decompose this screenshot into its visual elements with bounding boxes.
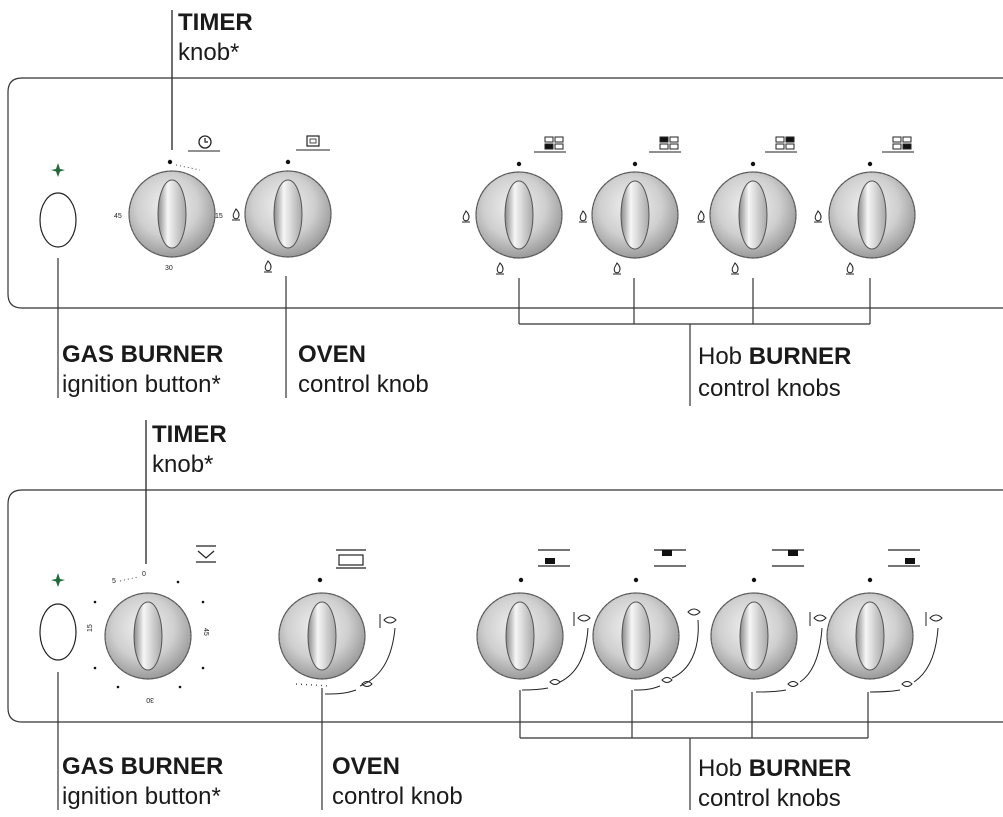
timer-title: TIMER [152, 421, 227, 448]
flame-icon [730, 262, 740, 275]
flame-icon [612, 262, 622, 275]
flame-icon [787, 681, 799, 687]
hob-zone-icon [538, 549, 570, 567]
flame-icon [231, 208, 241, 221]
hob-zone-icon [654, 549, 686, 567]
hob-knobs-bottom [476, 549, 943, 810]
timer-subtitle: knob* [152, 451, 214, 478]
hob-burner-knob-1[interactable] [476, 592, 564, 680]
flame-icon [361, 681, 373, 687]
hob-knobs-top [461, 136, 916, 406]
flame-icon [461, 210, 471, 223]
hob-burner-knob-2[interactable] [592, 592, 680, 680]
bottom-panel-outline [7, 489, 1003, 723]
oven-icon [296, 135, 330, 151]
gas-burner-subtitle: ignition button* [62, 783, 221, 810]
hob-zone-icon [534, 136, 566, 153]
top-panel: 45 15 30 [7, 10, 1003, 406]
timer-tick-label: 45 [202, 628, 209, 636]
hob-zone-icon [888, 549, 920, 567]
timer-knob[interactable] [128, 170, 216, 258]
oven-subtitle: control knob [332, 783, 463, 810]
hob-zone-icon [765, 136, 797, 153]
gas-burner-ignition-button[interactable] [39, 603, 77, 661]
gas-burner-title: GAS BURNER [62, 341, 224, 368]
hob-subtitle: control knobs [698, 375, 841, 402]
hob-burner-knob-3[interactable] [709, 171, 797, 259]
timer-tick-label: 15 [87, 624, 94, 632]
hob-zone-icon [649, 136, 681, 153]
hob-burner-knob-4[interactable] [826, 592, 914, 680]
top-panel-outline [7, 77, 1003, 309]
flame-icon [925, 612, 943, 626]
timer-title: TIMER [178, 9, 253, 36]
spark-icon [51, 573, 65, 587]
flame-icon [696, 210, 706, 223]
flame-icon [578, 210, 588, 223]
gas-burner-ignition-button[interactable] [39, 192, 77, 248]
hob-burner-knob-4[interactable] [828, 171, 916, 259]
flame-icon [845, 262, 855, 275]
spark-icon [51, 163, 65, 177]
oven-icon [336, 549, 366, 569]
flame-icon [263, 260, 273, 273]
flame-icon [901, 681, 913, 687]
hob-title: Hob BURNER [698, 755, 852, 782]
hob-title: Hob BURNER [698, 343, 852, 370]
oven-control-knob[interactable] [278, 592, 366, 680]
flame-icon [687, 608, 701, 616]
flame-icon [813, 210, 823, 223]
timer-tick-label: 30 [165, 265, 173, 272]
timer-down-icon [196, 545, 216, 563]
oven-title: OVEN [332, 753, 401, 780]
oven-subtitle: control knob [298, 371, 429, 398]
flame-icon [661, 677, 673, 683]
flame-icon [495, 262, 505, 275]
oven-control-knob[interactable] [244, 170, 332, 258]
bottom-panel: 0 5 15 45 30 [7, 420, 1003, 810]
timer-tick-label: 5 [112, 578, 116, 585]
flame-icon [573, 612, 591, 626]
timer-knob[interactable] [104, 592, 192, 680]
timer-tick-label: 30 [146, 696, 154, 703]
hob-burner-knob-3[interactable] [710, 592, 798, 680]
gas-burner-subtitle: ignition button* [62, 371, 221, 398]
timer-tick-label: 45 [114, 213, 122, 220]
hob-subtitle: control knobs [698, 785, 841, 812]
hob-burner-knob-2[interactable] [591, 171, 679, 259]
timer-tick-label: 0 [142, 571, 146, 578]
hob-zone-icon [882, 136, 914, 153]
gas-burner-title: GAS BURNER [62, 753, 224, 780]
hob-burner-knob-1[interactable] [475, 171, 563, 259]
timer-subtitle: knob* [178, 39, 240, 66]
oven-title: OVEN [298, 341, 367, 368]
clock-icon [188, 135, 220, 152]
hob-zone-icon [772, 549, 804, 567]
timer-tick-label: 15 [215, 213, 223, 220]
flame-icon [379, 614, 397, 628]
flame-icon [809, 612, 827, 626]
flame-icon [549, 679, 561, 685]
